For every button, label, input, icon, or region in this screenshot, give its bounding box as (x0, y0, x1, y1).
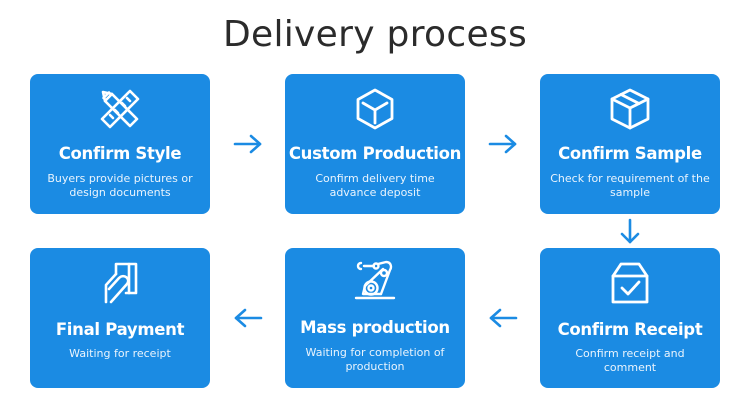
arrow-left-icon (232, 307, 264, 329)
step-confirm-receipt: Confirm Receipt Confirm receipt and comm… (540, 248, 720, 388)
step-title: Custom Production (288, 144, 462, 163)
step-title: Final Payment (55, 320, 185, 339)
step-custom-production: Custom Production Confirm delivery time … (285, 74, 465, 214)
step-title: Confirm Receipt (557, 320, 703, 339)
arrow-right-icon (232, 133, 264, 155)
robot-arm-icon (352, 256, 398, 302)
pencil-ruler-icon (97, 86, 143, 132)
step-final-payment: Final Payment Waiting for receipt (30, 248, 210, 388)
step-description: Buyers provide pictures or design docume… (47, 172, 193, 199)
package-box-icon (607, 86, 653, 132)
step-description: Waiting for receipt (69, 347, 171, 360)
page-title: Delivery process (222, 14, 527, 55)
arrow-down-icon (619, 218, 641, 246)
cube-icon (352, 86, 398, 132)
arrow-left-icon (487, 307, 519, 329)
step-description: Waiting for completion of production (305, 346, 445, 373)
step-title: Confirm Sample (558, 144, 702, 163)
step-title: Confirm Style (58, 144, 182, 163)
step-description: Confirm delivery time advance deposit (315, 172, 435, 199)
step-description: Check for requirement of the sample (550, 172, 710, 199)
step-description: Confirm receipt and comment (575, 347, 685, 374)
step-title: Mass production (300, 318, 450, 337)
arrow-right-icon (487, 133, 519, 155)
card-payment-icon (97, 260, 143, 306)
step-confirm-sample: Confirm Sample Check for requirement of … (540, 74, 720, 214)
step-mass-production: Mass production Waiting for completion o… (285, 248, 465, 388)
step-confirm-style: Confirm Style Buyers provide pictures or… (30, 74, 210, 214)
box-check-icon (607, 260, 653, 306)
